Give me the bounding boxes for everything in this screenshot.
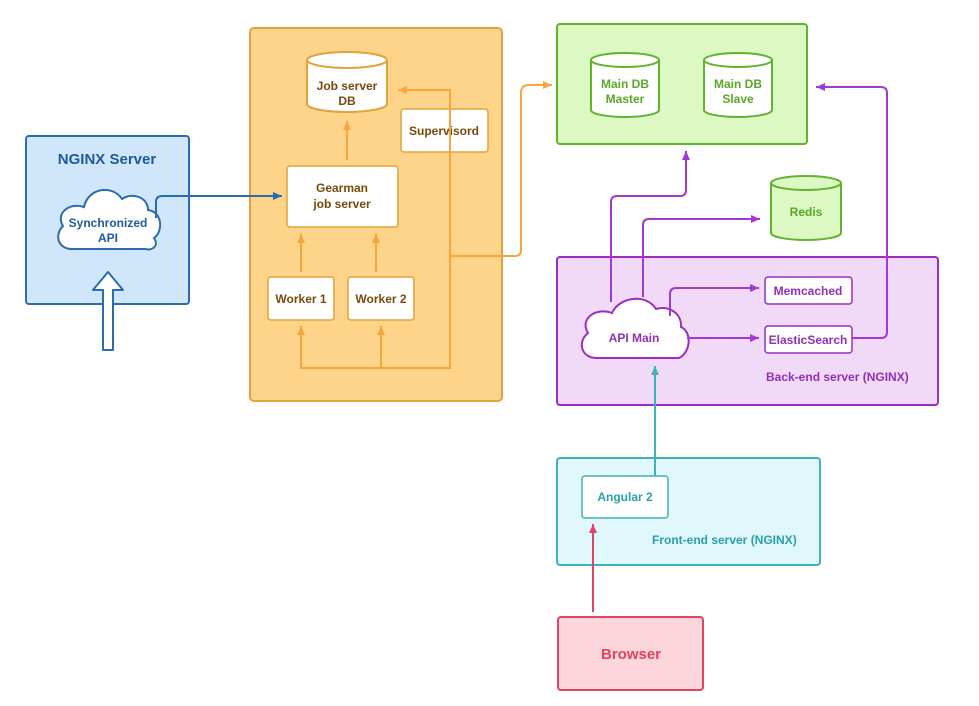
gearman-box bbox=[286, 165, 399, 228]
worker1-box bbox=[267, 276, 335, 321]
job-server-db-line2: DB bbox=[338, 94, 356, 108]
supervisord-box bbox=[400, 108, 489, 153]
main-db-master-line1: Main DB bbox=[601, 77, 649, 91]
sync-api-label-line1: Synchronized bbox=[69, 216, 148, 230]
arrow-elasticsearch-to-maindb bbox=[816, 83, 888, 339]
angular-box bbox=[581, 475, 669, 519]
elasticsearch-box bbox=[764, 325, 853, 354]
sync-api-label-line2: API bbox=[98, 231, 118, 245]
browser-label: Browser bbox=[601, 646, 661, 663]
api-main-cloud bbox=[580, 298, 690, 359]
job-server-db-cylinder bbox=[306, 51, 388, 113]
worker2-box bbox=[347, 276, 415, 321]
elasticsearch-label: ElasticSearch bbox=[769, 333, 848, 347]
redis-cylinder bbox=[770, 175, 842, 241]
arrow-syncapi-to-gearman bbox=[155, 192, 282, 218]
redis-label: Redis bbox=[790, 205, 823, 219]
main-db-slave-line2: Slave bbox=[722, 92, 754, 106]
main-db-master-line2: Master bbox=[606, 92, 645, 106]
arrow-apimain-to-redis bbox=[642, 215, 760, 297]
api-main-label: API Main bbox=[609, 331, 660, 345]
nginx-server-title: NGINX Server bbox=[58, 151, 157, 168]
backend-server-label: Back-end server (NGINX) bbox=[766, 370, 909, 384]
worker1-label: Worker 1 bbox=[275, 292, 326, 306]
main-db-slave-cylinder bbox=[703, 52, 773, 118]
supervisord-label: Supervisord bbox=[409, 124, 479, 138]
frontend-server-label: Front-end server (NGINX) bbox=[652, 533, 797, 547]
main-db-master-cylinder bbox=[590, 52, 660, 118]
sync-api-cloud bbox=[57, 188, 162, 251]
memcached-label: Memcached bbox=[774, 284, 843, 298]
gearman-label-line2: job server bbox=[312, 197, 371, 211]
incoming-request-arrow bbox=[92, 271, 124, 351]
arrow-jobserver-to-maindb bbox=[450, 81, 552, 257]
angular-label: Angular 2 bbox=[597, 490, 653, 504]
browser-box bbox=[557, 616, 704, 691]
job-server-db-line1: Job server bbox=[317, 79, 378, 93]
gearman-label-line1: Gearman bbox=[316, 181, 368, 195]
worker2-label: Worker 2 bbox=[355, 292, 406, 306]
arrow-apimain-to-memcached bbox=[669, 284, 759, 316]
memcached-box bbox=[764, 276, 853, 305]
main-db-slave-line1: Main DB bbox=[714, 77, 762, 91]
arrow-apimain-to-maindb bbox=[610, 151, 690, 302]
